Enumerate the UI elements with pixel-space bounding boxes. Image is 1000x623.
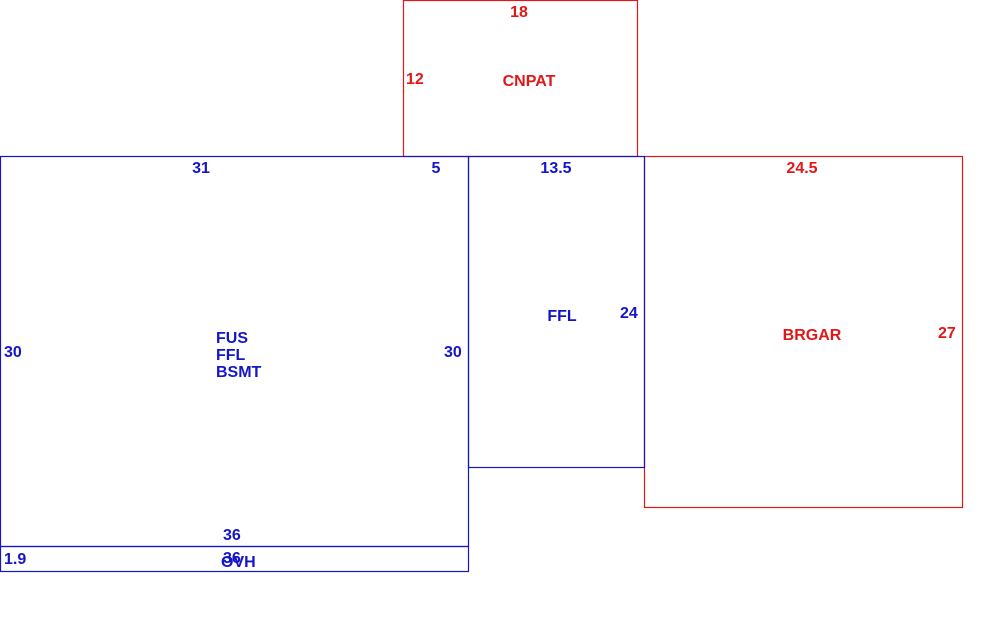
- main-right-dimension: 30: [444, 344, 462, 361]
- ffl-addition-top-dimension: 13.5: [540, 160, 571, 177]
- ovh-bottom-dimension: 36: [223, 550, 241, 567]
- ovh-left-dimension: 1.9: [4, 551, 26, 568]
- ffl-addition-label: FFL: [547, 308, 577, 325]
- main-label-line-3: BSMT: [216, 364, 262, 381]
- ffl-addition-area: 13.5 24 FFL: [467, 155, 646, 469]
- main-area: 31 5 30 30 36 FUS FFL BSMT: [0, 155, 470, 548]
- garage-top-dimension: 24.5: [786, 160, 817, 177]
- canopy-left-dimension: 12: [406, 71, 424, 88]
- main-top-right-dimension: 5: [432, 160, 441, 177]
- main-left-dimension: 30: [4, 344, 22, 361]
- ffl-addition-right-dimension: 24: [620, 305, 638, 322]
- canopy-top-dimension: 18: [510, 4, 528, 21]
- canopy-area: 18 12 CNPAT: [402, 0, 639, 158]
- canopy-label: CNPAT: [503, 73, 556, 90]
- garage-area: 24.5 27 BRGAR: [643, 155, 964, 509]
- main-bottom-dimension: 36: [223, 527, 241, 544]
- ovh-area: 1.9 36 OVH: [0, 545, 470, 573]
- ffl-addition-outline: [467, 155, 646, 469]
- main-label-line-1: FUS: [216, 330, 248, 347]
- garage-right-dimension: 27: [938, 325, 956, 342]
- main-top-left-dimension: 31: [192, 160, 210, 177]
- ovh-outline: [0, 545, 470, 573]
- ovh-label: OVH: [221, 554, 256, 571]
- garage-label: BRGAR: [783, 327, 842, 344]
- main-label-line-2: FFL: [216, 347, 246, 364]
